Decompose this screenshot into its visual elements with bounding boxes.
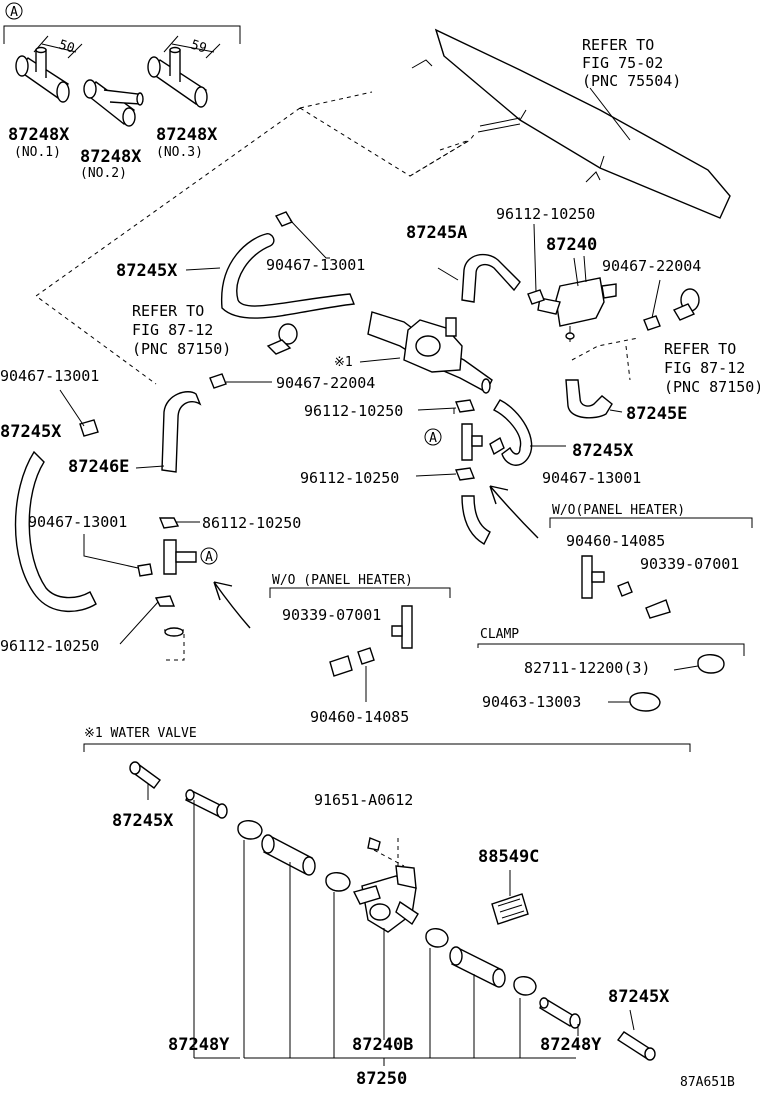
label-88549C: 88549C xyxy=(478,847,539,867)
refer-left-line1: REFER TO xyxy=(132,302,204,320)
refer-left-line3: (PNC 87150) xyxy=(132,340,231,358)
hose-87245A xyxy=(461,253,521,303)
inset-part-no3-note: (NO.3) xyxy=(156,145,203,160)
dimension-59: 59 xyxy=(163,35,221,59)
figure-code: 87A651B xyxy=(680,1075,735,1090)
label-90467-13001-left: 90467-13001 xyxy=(0,367,99,385)
label-90467-13001-upper: 90467-13001 xyxy=(266,256,365,274)
inset-part-no1-note: (NO.1) xyxy=(14,145,61,160)
section-clamp: CLAMP xyxy=(480,627,519,642)
water-valve-exploded-drawing xyxy=(129,761,656,1066)
hose-87245X-upper xyxy=(221,233,355,319)
section-wo-panel-heater-left: W/O (PANEL HEATER) xyxy=(272,573,413,588)
hose-lower-center xyxy=(461,495,491,545)
label-91651-A0612: 91651-A0612 xyxy=(314,791,413,809)
label-90460-14085-right: 90460-14085 xyxy=(566,532,665,550)
label-82711-12200: 82711-12200(3) xyxy=(524,659,650,677)
label-star1: ※1 xyxy=(334,355,353,370)
label-96112-10250-lower: 96112-10250 xyxy=(0,637,99,655)
label-90467-22004-right: 90467-22004 xyxy=(602,257,701,275)
refer-right-line1: REFER TO xyxy=(664,340,736,358)
tee-joint-wo-left xyxy=(329,605,413,677)
label-96112-10250-top: 96112-10250 xyxy=(496,205,595,223)
refer-top-line3: (PNC 75504) xyxy=(582,72,681,90)
dimension-50: 50 xyxy=(33,35,83,59)
label-87245A: 87245A xyxy=(406,223,467,243)
section-water-valve: ※1 WATER VALVE xyxy=(84,726,197,741)
label-90339-07001-right: 90339-07001 xyxy=(640,555,739,573)
label-90460-14085-left: 90460-14085 xyxy=(310,708,409,726)
tee-joint-a: A xyxy=(424,423,483,461)
label-90467-22004-left: 90467-22004 xyxy=(276,374,375,392)
hose-87245X-middle-right xyxy=(493,399,533,466)
joint-no1-drawing xyxy=(15,46,70,103)
valve-87240-drawing xyxy=(537,255,617,342)
label-wv-87245X-top: 87245X xyxy=(112,811,174,831)
label-87250: 87250 xyxy=(356,1069,407,1089)
label-86112-10250: 86112-10250 xyxy=(202,514,301,532)
clamp-82711 xyxy=(697,654,725,674)
label-87248Y-right: 87248Y xyxy=(540,1035,602,1055)
inset-part-no2-number: 87248X xyxy=(80,147,142,167)
inset-part-no1-number: 87248X xyxy=(8,125,70,145)
refer-right-line3: (PNC 87150) xyxy=(664,378,760,396)
hose-87245X-left xyxy=(14,450,97,613)
refer-top-line1: REFER TO xyxy=(582,36,654,54)
label-96112-10250-mid2: 96112-10250 xyxy=(300,469,399,487)
clamp-90463 xyxy=(629,692,661,712)
label-87240: 87240 xyxy=(546,235,597,255)
refer-right-line2: FIG 87-12 xyxy=(664,359,745,377)
refer-left-line2: FIG 87-12 xyxy=(132,321,213,339)
heater-duct-drawing xyxy=(411,28,731,219)
inset-part-no2-note: (NO.2) xyxy=(80,166,127,181)
label-87240B: 87240B xyxy=(352,1035,413,1055)
label-90467-13001-lower: 90467-13001 xyxy=(28,513,127,531)
label-96112-10250-mid1: 96112-10250 xyxy=(304,402,403,420)
label-87245X-mid-right: 87245X xyxy=(572,441,634,461)
inset-box: A xyxy=(3,2,241,44)
connector-refer-left xyxy=(266,323,298,355)
refer-top-line2: FIG 75-02 xyxy=(582,54,663,72)
label-wv-87245X-right: 87245X xyxy=(608,987,670,1007)
label-90339-07001-left: 90339-07001 xyxy=(282,606,381,624)
label-90463-13003: 90463-13003 xyxy=(482,693,581,711)
label-87245X-left: 87245X xyxy=(0,422,62,442)
tee-joint-right xyxy=(581,555,671,619)
inset-part-no3-number: 87248X xyxy=(156,125,218,145)
connector-refer-right xyxy=(672,288,700,321)
tee-joint-left: A xyxy=(137,517,218,661)
dimension-59-label: 59 xyxy=(189,38,209,57)
label-87246E: 87246E xyxy=(68,457,129,477)
dimension-50-label: 50 xyxy=(57,38,77,57)
section-wo-panel-heater-right: W/O(PANEL HEATER) xyxy=(552,503,685,518)
hose-87245E xyxy=(565,379,613,419)
joint-no3-drawing xyxy=(147,46,208,108)
label-87248Y-left: 87248Y xyxy=(168,1035,230,1055)
label-87245E: 87245E xyxy=(626,404,687,424)
clamp-upper xyxy=(274,211,294,227)
tee-joint-left-marker: A xyxy=(205,550,213,565)
label-87245X-upper: 87245X xyxy=(116,261,178,281)
arrow-left xyxy=(213,581,251,629)
tee-joint-a-marker: A xyxy=(429,431,437,446)
arrow-right xyxy=(489,485,539,539)
hose-87246E xyxy=(161,391,202,473)
label-90467-13001-mid: 90467-13001 xyxy=(542,469,641,487)
inset-marker: A xyxy=(10,5,18,20)
water-valve-drawing xyxy=(367,311,493,394)
joint-no2-drawing xyxy=(83,79,144,127)
